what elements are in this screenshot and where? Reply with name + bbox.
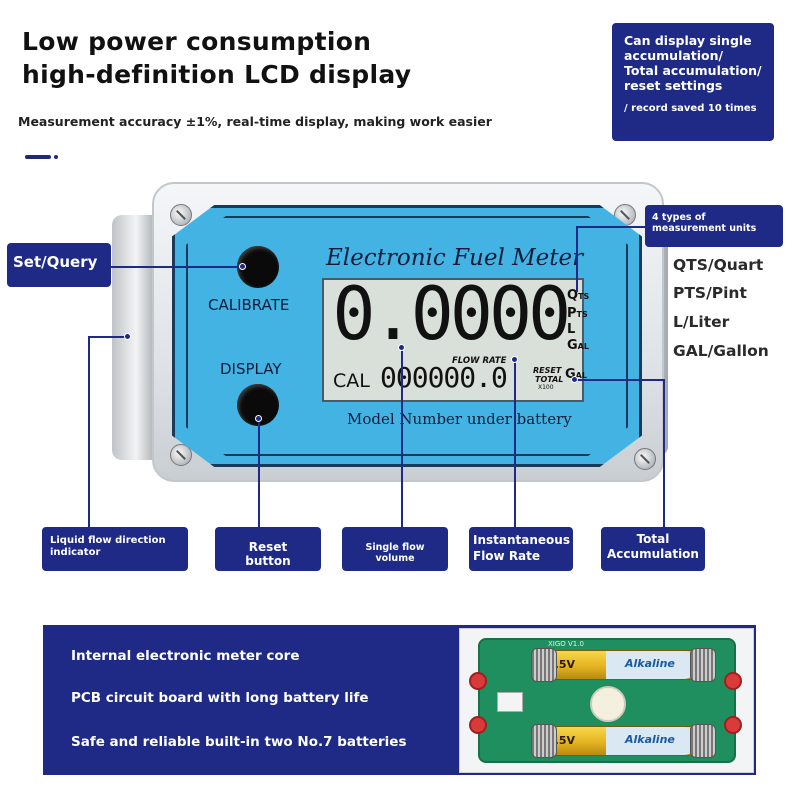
sensor-disc xyxy=(590,686,626,722)
lcd-unit-l: L xyxy=(567,322,576,337)
screw-icon xyxy=(634,448,656,470)
leader-line xyxy=(88,336,128,338)
calibrate-label: CALIBRATE xyxy=(208,296,290,314)
leader-dot xyxy=(571,376,578,383)
subtitle: Measurement accuracy ±1%, real-time disp… xyxy=(18,114,492,129)
display-label: DISPLAY xyxy=(220,360,282,378)
reset-label: RESET xyxy=(533,366,562,375)
feature-item: Internal electronic meter core xyxy=(71,648,300,664)
leader-line xyxy=(111,266,243,268)
leader-line xyxy=(88,336,90,527)
features-callout: Can display single accumulation/ Total a… xyxy=(612,23,774,141)
spring-contact-icon xyxy=(531,724,557,758)
pcb-label: XIGO V1.0 xyxy=(548,640,584,648)
reset-button-callout: Reset button xyxy=(215,527,321,571)
single-flow-callout: Single flow volume xyxy=(342,527,448,571)
leader-line xyxy=(663,379,665,527)
leader-dot xyxy=(124,333,131,340)
lcd-unit-gal: GAL xyxy=(567,338,589,353)
battery-band xyxy=(606,727,696,755)
meter-face-border xyxy=(186,216,628,456)
x100-label: X100 xyxy=(538,384,554,391)
accent-bar xyxy=(25,155,51,159)
total-label: TOTAL xyxy=(535,375,564,384)
leader-line xyxy=(514,360,516,527)
screw-icon xyxy=(724,672,742,690)
screw-icon xyxy=(724,716,742,734)
callout-line: Total xyxy=(636,532,670,546)
unit-quart: QTS/Quart xyxy=(673,256,764,274)
cal-reading: 000000.0 xyxy=(380,361,508,394)
battery-band xyxy=(606,651,696,679)
battery-icon: 1.5V Alkaline xyxy=(540,726,708,756)
feature-item: PCB circuit board with long battery life xyxy=(71,690,369,706)
leader-line xyxy=(576,226,578,292)
lcd-unit-pts: PTS xyxy=(567,306,588,321)
lcd-unit-qts: QTS xyxy=(567,288,590,303)
meter-title: Electronic Fuel Meter xyxy=(326,245,584,271)
leader-dot xyxy=(239,263,246,270)
set-query-callout: Set/Query xyxy=(7,243,111,287)
leader-line xyxy=(575,379,664,381)
callout-line: Can display single xyxy=(624,33,752,48)
units-callout: 4 types of measurement units xyxy=(645,205,783,247)
leader-line xyxy=(258,418,260,527)
screw-icon xyxy=(170,444,192,466)
spring-contact-icon xyxy=(690,648,716,682)
flow-rate-label: FLOW RATE xyxy=(452,356,507,366)
lcd-unit-gal-total: GAL xyxy=(565,367,587,382)
connector-icon xyxy=(497,692,523,712)
callout-line: Instantaneous xyxy=(473,533,570,547)
feature-item: Safe and reliable built-in two No.7 batt… xyxy=(71,734,407,750)
headline-line-2: high-definition LCD display xyxy=(22,60,412,89)
callout-line: accumulation/ xyxy=(624,48,724,63)
spring-contact-icon xyxy=(531,648,557,682)
callout-line: / record saved 10 times xyxy=(624,103,757,114)
cal-label: CAL xyxy=(333,370,370,392)
callout-line: reset settings xyxy=(624,78,723,93)
unit-gallon: GAL/Gallon xyxy=(673,342,769,360)
battery-brand: Alkaline xyxy=(625,657,675,670)
battery-icon: 1.5V Alkaline xyxy=(540,650,708,680)
battery-brand: Alkaline xyxy=(625,733,675,746)
leader-dot xyxy=(398,344,405,351)
leader-line xyxy=(576,226,646,228)
screw-icon xyxy=(469,716,487,734)
main-reading: 0.0000 xyxy=(332,272,571,357)
model-number-text: Model Number under battery xyxy=(347,410,572,428)
leader-line xyxy=(401,348,403,527)
flow-direction-callout: Liquid flow direction indicator xyxy=(42,527,188,571)
total-accumulation-callout: Total Accumulation xyxy=(601,527,705,571)
lcd-screen xyxy=(322,278,584,402)
callout-line: Flow Rate xyxy=(473,549,541,563)
unit-pint: PTS/Pint xyxy=(673,284,747,302)
leader-dot xyxy=(255,415,262,422)
headline-line-1: Low power consumption xyxy=(22,27,372,56)
callout-line: Accumulation xyxy=(607,547,699,561)
screw-icon xyxy=(170,204,192,226)
spring-contact-icon xyxy=(690,724,716,758)
accent-dot xyxy=(54,155,58,159)
screw-icon xyxy=(469,672,487,690)
unit-liter: L/Liter xyxy=(673,313,730,331)
callout-line: Total accumulation/ xyxy=(624,63,762,78)
instant-rate-callout: Instantaneous Flow Rate xyxy=(469,527,573,571)
leader-dot xyxy=(511,356,518,363)
